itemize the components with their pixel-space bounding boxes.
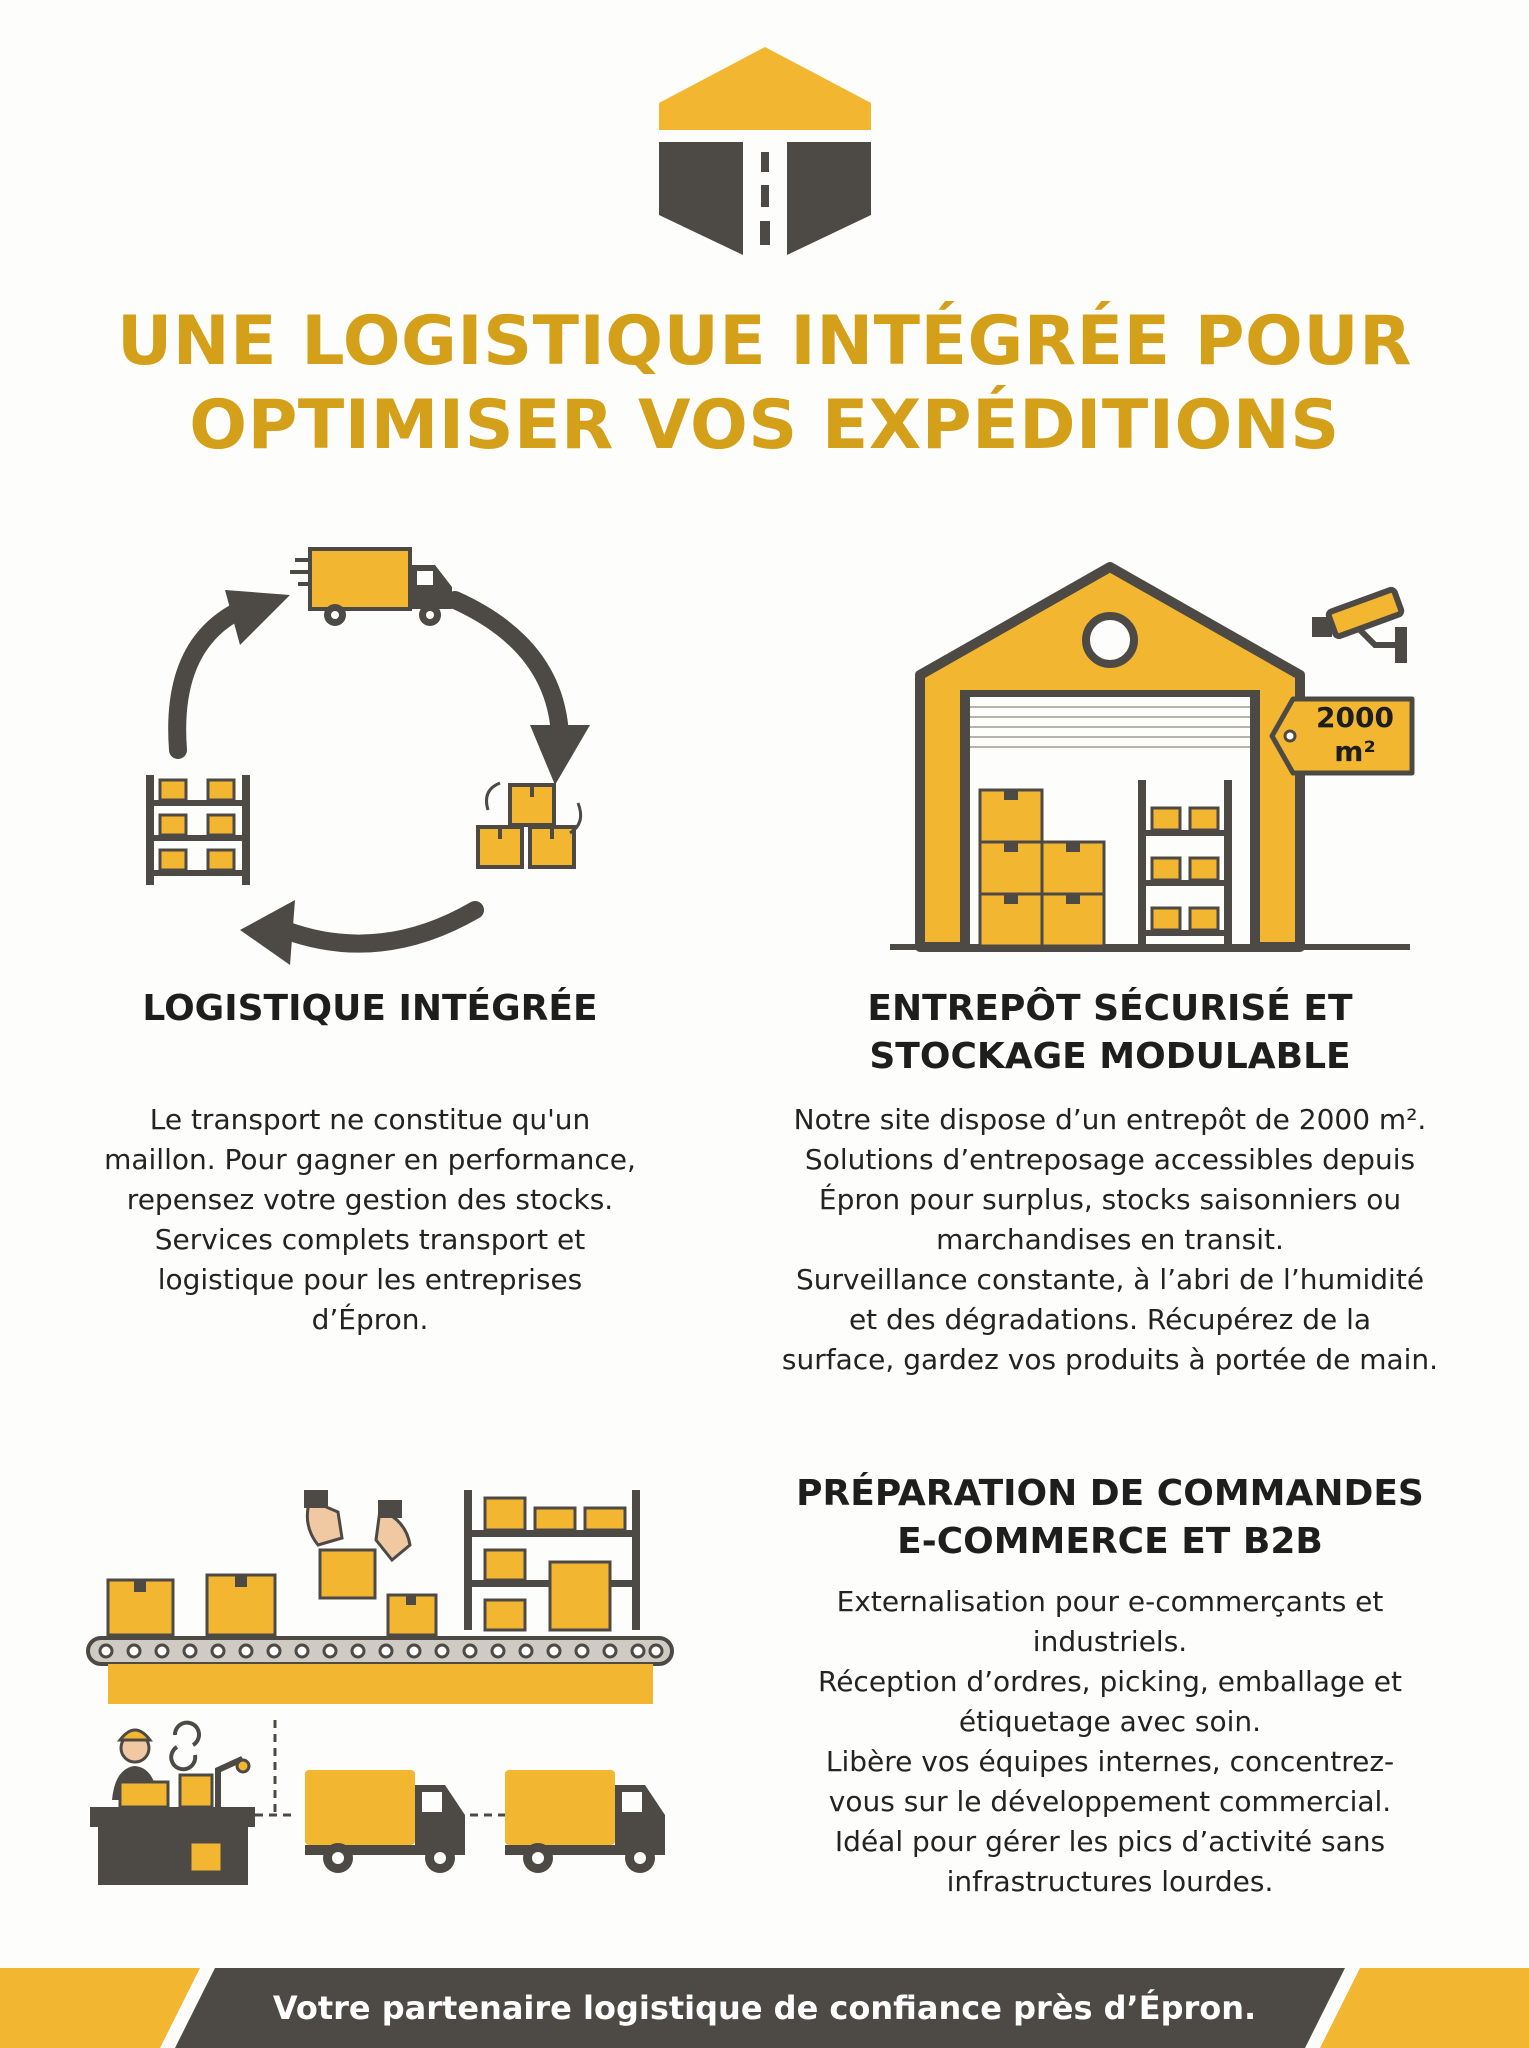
body-line: et des dégradations. Récupérez de la [848, 1303, 1372, 1336]
body-line: Libère vos équipes internes, concentrez- [825, 1745, 1395, 1778]
security-camera-icon [1312, 586, 1407, 663]
body-line: Épron pour surplus, stocks saisonniers o… [818, 1183, 1402, 1216]
footer-tagline: Votre partenaire logistique de confiance… [272, 1989, 1257, 2027]
conveyor-rollers [98, 1643, 664, 1659]
storage-shelf-icon [146, 775, 250, 885]
section-body-entrepot: Notre site dispose d’un entrepôt de 2000… [755, 1100, 1465, 1380]
section-heading-preparation: PRÉPARATION DE COMMANDES E-COMMERCE ET B… [740, 1470, 1480, 1566]
body-line: étiquetage avec soin. [958, 1705, 1262, 1738]
section-body-preparation: Externalisation pour e-commerçants et in… [740, 1582, 1480, 1902]
body-line: Surveillance constante, à l’abri de l’hu… [795, 1263, 1425, 1296]
footer-stripes [0, 1968, 1529, 2048]
delivery-truck-icon [290, 547, 452, 626]
body-line: vous sur le développement commercial. [828, 1785, 1392, 1818]
body-line: Solutions d’entreposage accessibles depu… [804, 1143, 1416, 1176]
section-heading-line: E-COMMERCE ET B2B [897, 1521, 1323, 1562]
area-badge [1269, 696, 1415, 776]
footer-banner: Votre partenaire logistique de confiance… [0, 1968, 1529, 2048]
body-line: repensez votre gestion des stocks. [126, 1183, 614, 1216]
body-line: d’Épron. [311, 1303, 429, 1336]
body-line: Réception d’ordres, picking, emballage e… [818, 1665, 1402, 1698]
section-heading-logistique: LOGISTIQUE INTÉGRÉE [40, 985, 700, 1033]
page-title-line-2: OPTIMISER VOS EXPÉDITIONS [189, 386, 1340, 465]
area-badge-value: 2000 [1316, 701, 1394, 734]
page-title: UNE LOGISTIQUE INTÉGRÉE POUR OPTIMISER V… [0, 300, 1529, 468]
order-preparation-icon [86, 1490, 674, 1885]
body-line: Notre site dispose d’un entrepôt de 2000… [793, 1103, 1427, 1136]
body-line: logistique pour les entreprises [157, 1263, 583, 1296]
body-line: marchandises en transit. [936, 1223, 1284, 1256]
body-line: infrastructures lourdes. [946, 1865, 1274, 1898]
body-line: maillon. Pour gagner en performance, [104, 1143, 636, 1176]
body-line: industriels. [1032, 1625, 1188, 1658]
section-body-logistique: Le transport ne constitue qu'un maillon.… [30, 1100, 710, 1340]
cycle-arrow-icons [168, 591, 569, 953]
delivery-truck-icon [305, 1770, 465, 1873]
delivery-truck-icon [505, 1770, 665, 1873]
page-title-line-1: UNE LOGISTIQUE INTÉGRÉE POUR [117, 302, 1412, 381]
hands-picking-icon [304, 1490, 412, 1600]
body-line: Externalisation pour e-commerçants et [836, 1585, 1384, 1618]
body-line: Services complets transport et [154, 1223, 586, 1256]
road-house-logo-icon [659, 47, 871, 255]
logistics-cycle-icon [146, 547, 590, 965]
boxes-icon [476, 783, 576, 869]
warehouse-icon [890, 562, 1410, 952]
body-line: Le transport ne constitue qu'un [149, 1103, 591, 1136]
section-heading-line: ENTREPÔT SÉCURISÉ ET [867, 988, 1353, 1029]
body-line: surface, gardez vos produits à portée de… [781, 1343, 1439, 1376]
section-heading-line: LOGISTIQUE INTÉGRÉE [142, 988, 598, 1029]
body-line: Idéal pour gérer les pics d’activité san… [834, 1825, 1386, 1858]
section-heading-line: PRÉPARATION DE COMMANDES [796, 1473, 1424, 1514]
section-heading-entrepot: ENTREPÔT SÉCURISÉ ET STOCKAGE MODULABLE [760, 985, 1460, 1081]
packing-worker-icon [90, 1720, 255, 1885]
section-heading-line: STOCKAGE MODULABLE [869, 1036, 1351, 1077]
area-badge-unit: m² [1334, 735, 1376, 768]
